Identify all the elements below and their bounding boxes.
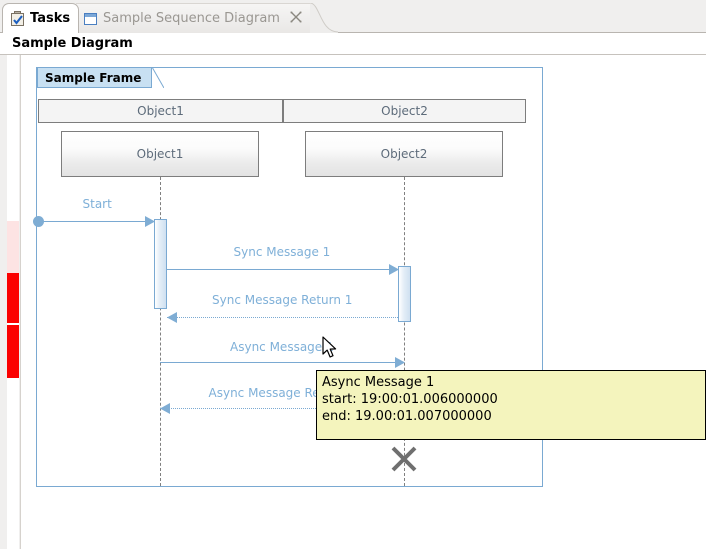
arrowhead-sync-message-1: [389, 264, 399, 278]
frame-label-tail: [151, 66, 165, 89]
message-label-sync-message-1[interactable]: Sync Message 1: [233, 245, 331, 259]
lifeline-head-object2[interactable]: Object2: [305, 131, 503, 177]
activation-bar-object2[interactable]: [398, 266, 411, 322]
message-line-sync-message-1[interactable]: [167, 269, 398, 270]
frame-label: Sample Frame: [37, 67, 153, 88]
column-header-object2[interactable]: Object2: [283, 99, 526, 123]
found-message-origin-dot: [33, 216, 44, 227]
lifeline-stop-x-icon: [390, 445, 418, 476]
title-divider: [0, 54, 706, 55]
message-line-sync-message-return-1[interactable]: [167, 317, 398, 318]
marker-red-2[interactable]: [7, 325, 19, 378]
arrowhead-sync-message-return-1: [167, 312, 177, 326]
close-icon[interactable]: [290, 11, 302, 26]
message-line-async-message-return-1[interactable]: [160, 408, 404, 409]
arrowhead-async-message-1: [395, 357, 405, 371]
page-title: Sample Diagram: [12, 36, 133, 51]
tooltip-end-time: end: 19.00:01.007000000: [322, 409, 492, 424]
marker-red-1[interactable]: [7, 273, 19, 323]
mouse-cursor: [322, 336, 339, 363]
tab-label: Tasks: [30, 11, 71, 26]
sequence-diagram-canvas[interactable]: Sample Frame Object1 Object2 Object1 Obj…: [21, 55, 706, 549]
message-line-start[interactable]: [38, 221, 154, 222]
tab-label: Sample Sequence Diagram: [103, 11, 280, 26]
diagram-title-bar: Sample Diagram: [0, 33, 706, 55]
tab-strip-divider: [0, 32, 706, 33]
message-label-async-message-1[interactable]: Async Message 1: [230, 340, 334, 354]
annotation-ruler[interactable]: [0, 55, 21, 549]
tab-tasks[interactable]: Tasks: [2, 3, 80, 33]
message-label-sync-message-return-1[interactable]: Sync Message Return 1: [212, 293, 353, 307]
message-label-start[interactable]: Start: [82, 197, 112, 211]
arrowhead-async-message-return-1: [160, 403, 170, 417]
tab-sample-sequence-diagram[interactable]: Sample Sequence Diagram: [76, 3, 310, 33]
activation-bar-object1[interactable]: [154, 219, 167, 309]
tooltip-title: Async Message 1: [322, 375, 435, 390]
editor-tab-bar: Sample Sequence Diagram Tasks: [0, 0, 706, 33]
marker-pink[interactable]: [7, 221, 19, 273]
clipboard-check-icon: [11, 11, 25, 26]
lifeline-object2: [404, 177, 405, 486]
editor-window-icon: [84, 12, 97, 25]
message-line-async-message-1[interactable]: [160, 362, 404, 363]
lifeline-head-object1[interactable]: Object1: [61, 131, 259, 177]
arrowhead-start: [145, 216, 155, 230]
message-tooltip: Async Message 1 start: 19:00:01.00600000…: [316, 370, 706, 440]
tooltip-start-time: start: 19:00:01.006000000: [322, 392, 498, 407]
lifeline-object1: [160, 177, 161, 486]
column-header-object1[interactable]: Object1: [38, 99, 283, 123]
